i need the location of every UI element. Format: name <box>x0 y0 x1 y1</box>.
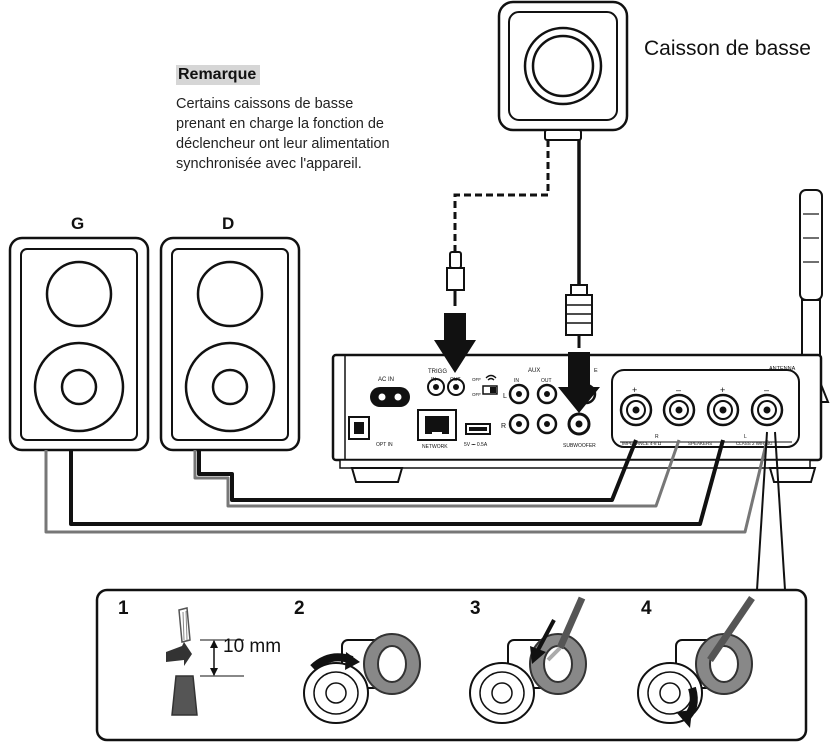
panel-impedance: IMPEDANCE 4-8 Ω <box>622 441 662 446</box>
panel-plus-1: + <box>632 385 637 395</box>
speaker-terminal-panel <box>611 369 800 448</box>
note-body: Certains caissons de basse prenant en ch… <box>176 94 476 174</box>
step-number-2: 2 <box>294 598 305 619</box>
trigger-cable <box>453 140 550 252</box>
step-number-1: 1 <box>118 598 129 619</box>
note-line: Certains caissons de basse <box>176 96 354 112</box>
panel-antenna: ANTENNA <box>769 366 796 372</box>
panel-subwoofer: SUBWOOFER <box>563 443 596 449</box>
note-line: synchronisée avec l'appareil. <box>176 156 362 172</box>
panel-switch-off-1: OFF <box>472 377 481 382</box>
panel-trigger: TRIGG <box>428 369 447 375</box>
panel-aux-in: IN <box>514 378 519 384</box>
steps-box <box>95 588 808 742</box>
subwoofer-label: Caisson de basse <box>644 37 811 60</box>
optical-port <box>348 416 370 440</box>
speaker-left <box>8 236 150 452</box>
note-box: Remarque Certains caissons de basse pren… <box>176 65 476 174</box>
panel-minus-2: – <box>764 385 769 395</box>
panel-class: CLASS 2 WIRING <box>736 441 773 446</box>
aux-jacks <box>508 383 558 435</box>
panel-minus-1: – <box>676 385 681 395</box>
left-speaker-label: G <box>71 214 85 233</box>
step-number-4: 4 <box>641 598 652 619</box>
panel-aux-l: L <box>503 393 507 400</box>
network-switch <box>482 374 498 395</box>
panel-labels: AC IN TRIGG IN OUT OFF OFF AUX IN OUT L … <box>376 366 796 450</box>
panel-trigger-in: IN <box>431 377 436 383</box>
subwoofer-unit <box>497 0 629 132</box>
step3-terminal-icon <box>469 596 587 724</box>
insert-arrows <box>434 313 600 413</box>
callout-lines <box>756 431 786 591</box>
note-title: Remarque <box>176 65 261 85</box>
panel-speakers: SPEAKERS <box>688 441 712 446</box>
right-speaker-label: D <box>222 214 235 233</box>
panel-aux-r: R <box>501 423 506 430</box>
panel-aux: AUX <box>528 368 540 374</box>
panel-plus-2: + <box>720 385 725 395</box>
speaker-right <box>159 236 301 452</box>
panel-network: NETWORK <box>422 444 448 450</box>
panel-optical: OPT IN <box>376 442 393 448</box>
panel-aux-out: OUT <box>541 378 552 384</box>
ac-in-port <box>370 387 410 407</box>
note-line: déclencheur ont leur alimentation <box>176 136 390 152</box>
network-port <box>417 409 457 441</box>
trigger-jacks <box>427 378 465 396</box>
step2-terminal-icon <box>303 633 421 724</box>
trigger-plug-icon <box>446 251 465 306</box>
panel-switch-off-2: OFF <box>472 392 481 397</box>
step-number-3: 3 <box>470 598 481 619</box>
step4-terminal-icon <box>637 596 755 728</box>
rca-plug-icon <box>565 284 593 348</box>
panel-sub-e: E <box>594 368 598 374</box>
strip-length-label: 10 mm <box>223 636 282 657</box>
speaker-wires <box>44 439 769 534</box>
note-line: prenant en charge la fonction de <box>176 116 384 132</box>
step1-wire-icon <box>166 607 244 716</box>
usb-port <box>465 423 491 435</box>
panel-r-mark: R <box>655 434 659 440</box>
panel-l-mark: L <box>744 434 747 440</box>
panel-usb: 5V ⎓ 0.5A <box>464 442 488 448</box>
panel-ac-in: AC IN <box>378 377 394 383</box>
panel-trigger-out: OUT <box>450 377 461 383</box>
